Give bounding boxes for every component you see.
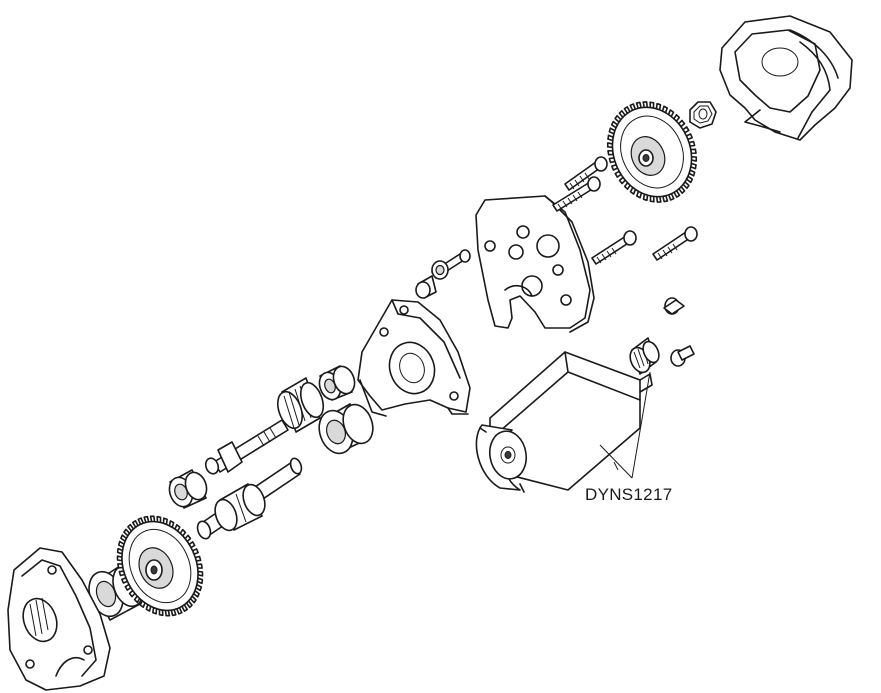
shaft-lower: [196, 457, 303, 540]
motor-plate: [475, 195, 595, 333]
hex-nut-icon: [689, 101, 717, 129]
screw-left-cap: [415, 275, 437, 299]
screw-right-1: [591, 230, 637, 265]
screw-long-2: [552, 176, 601, 212]
pinion-icon: [629, 337, 660, 375]
screw-long-1: [564, 156, 608, 191]
gearbox-cover-rear: [719, 15, 853, 141]
shaft-icon: [196, 419, 303, 540]
bearing-small-left: [168, 469, 208, 509]
shaft-upper: [204, 419, 289, 475]
screw-right-2: [652, 226, 698, 261]
motor-icon: [475, 351, 653, 493]
screw-icon: [415, 156, 698, 367]
screw-left-short: [431, 249, 471, 280]
idler-gear: [276, 377, 325, 433]
gearbox-housing-mid: [357, 299, 471, 417]
gearbox-cover-front: [7, 547, 111, 691]
spur-gear-bottom: [116, 515, 204, 617]
part-number-label: DYNS1217: [585, 485, 672, 504]
callout-leader: [599, 371, 651, 479]
spur-gear-top: [606, 101, 698, 203]
bearing-icon: [88, 365, 374, 621]
bearing-large-mid: [318, 403, 374, 455]
screw-motor-2: [670, 345, 695, 367]
screw-motor-1: [663, 297, 685, 315]
bearing-small-top: [318, 365, 356, 401]
